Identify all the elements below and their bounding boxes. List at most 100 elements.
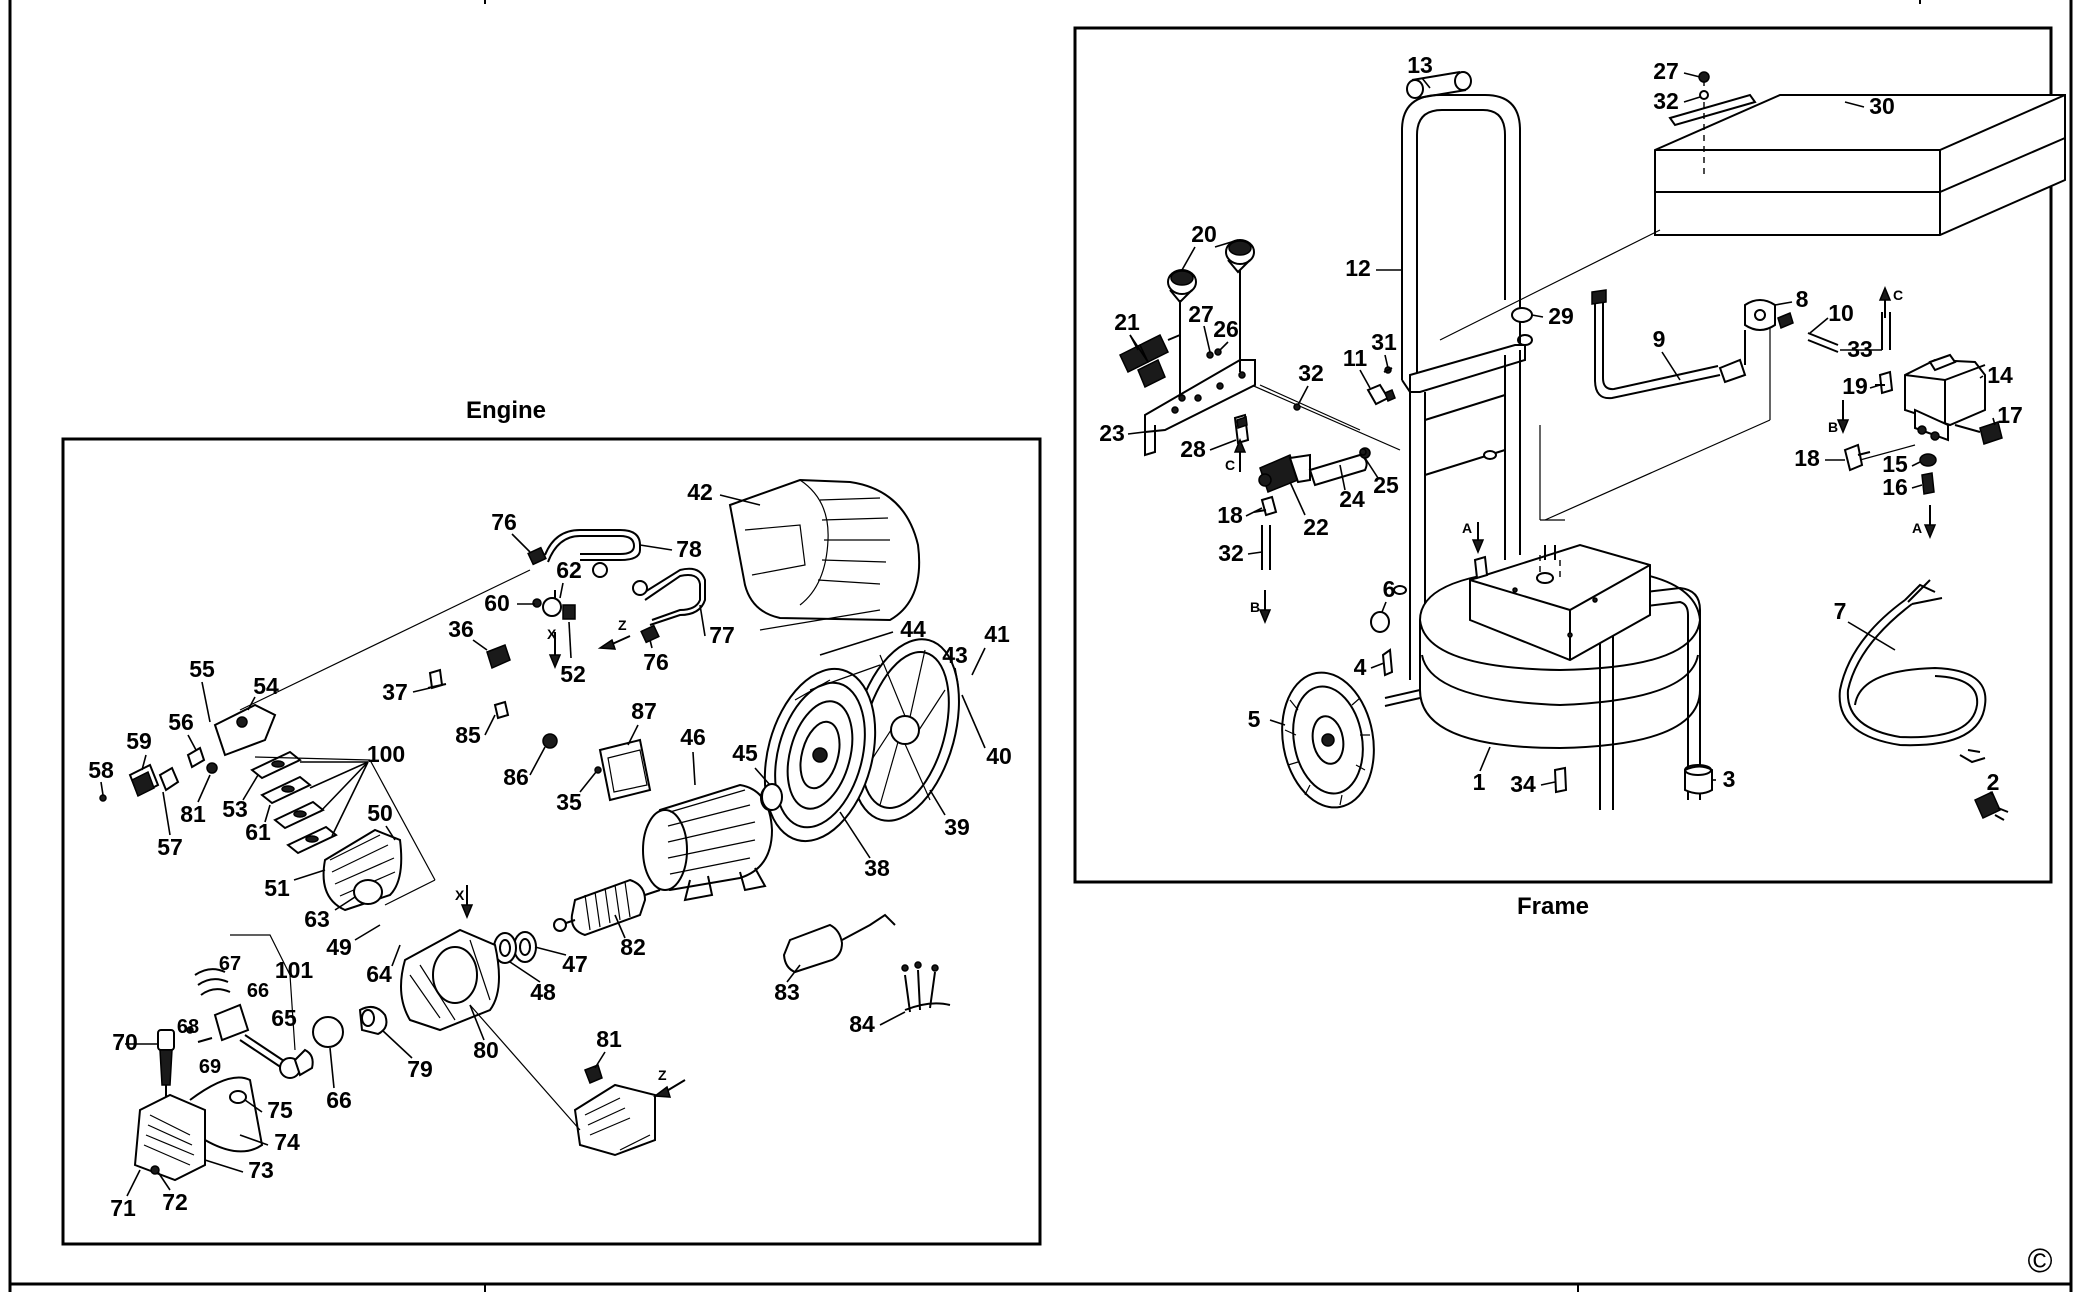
label-34: 34	[1510, 771, 1536, 797]
cylinder	[322, 828, 403, 912]
frame-lines	[1239, 229, 1771, 521]
motor-box	[1469, 543, 1651, 662]
label-32c: 32	[1218, 540, 1244, 566]
label-33: 33	[1847, 336, 1873, 362]
piston-assembly	[186, 968, 344, 1079]
mark-b2: B	[1828, 419, 1838, 435]
label-18b: 18	[1217, 502, 1243, 528]
label-68: 68	[177, 1016, 199, 1038]
label-32: 32	[1653, 88, 1679, 114]
shroud	[1654, 71, 2066, 236]
gauges	[1167, 239, 1255, 304]
label-82: 82	[620, 934, 646, 960]
fan-guard	[763, 667, 877, 843]
label-22: 22	[1303, 514, 1329, 540]
label-55: 55	[189, 656, 215, 682]
mark-x1: X	[547, 626, 557, 642]
cart-frame	[1401, 300, 1533, 680]
label-45: 45	[732, 740, 758, 766]
regulator	[1233, 413, 1371, 570]
pipes	[527, 529, 706, 644]
bearing-47	[513, 931, 537, 963]
label-28: 28	[1180, 436, 1206, 462]
label-66b: 66	[326, 1087, 352, 1113]
label-42: 42	[687, 479, 713, 505]
drain-34	[1553, 766, 1568, 794]
label-4: 4	[1354, 654, 1367, 680]
label-47: 47	[562, 951, 588, 977]
clamp-79	[358, 1005, 388, 1036]
mark-c1: C	[1225, 457, 1235, 473]
label-27: 27	[1653, 58, 1679, 84]
label-77: 77	[709, 622, 735, 648]
label-84: 84	[849, 1011, 875, 1037]
washers	[493, 783, 783, 964]
mark-a2: A	[1912, 520, 1922, 536]
label-19: 19	[1842, 373, 1868, 399]
handle	[1401, 71, 1521, 380]
label-21: 21	[1114, 309, 1140, 335]
sheet-frame	[8, 0, 2073, 1292]
copyright-mark: ©	[2027, 1242, 2052, 1280]
oring-75	[229, 1090, 247, 1104]
label-6: 6	[1383, 576, 1396, 602]
label-81: 81	[180, 801, 206, 827]
label-61: 61	[245, 819, 271, 845]
label-39: 39	[944, 814, 970, 840]
engine-axis-marks: X Z X Z	[455, 617, 686, 1098]
label-83: 83	[774, 979, 800, 1005]
mark-z1: Z	[618, 617, 627, 633]
label-53: 53	[222, 796, 248, 822]
label-31: 31	[1371, 329, 1397, 355]
screw-35	[594, 766, 602, 774]
box-87	[598, 738, 652, 802]
label-10: 10	[1828, 300, 1854, 326]
label-75: 75	[267, 1097, 293, 1123]
frame-panel: Frame	[1073, 26, 2066, 920]
label-46: 46	[680, 724, 706, 750]
flow-marks: C B A C B A	[1225, 286, 1937, 624]
label-11: 11	[1343, 345, 1368, 371]
rotor	[553, 878, 661, 937]
grip-13	[1411, 71, 1467, 99]
label-7: 7	[1834, 598, 1847, 624]
label-71: 71	[110, 1195, 136, 1221]
label-3: 3	[1723, 766, 1736, 792]
cable-84	[901, 961, 951, 1013]
label-73: 73	[248, 1157, 274, 1183]
label-1: 1	[1473, 769, 1486, 795]
engine-labels: 76 78 62 60 52 77 76 42 44 41 43 40 36 3…	[88, 479, 1012, 1221]
label-52: 52	[560, 661, 586, 687]
mark-a1: A	[1462, 520, 1472, 536]
couplers	[1119, 333, 1181, 389]
label-76b: 76	[643, 649, 669, 675]
label-16: 16	[1882, 474, 1908, 500]
label-69: 69	[199, 1056, 221, 1078]
motor	[642, 783, 780, 902]
label-38: 38	[864, 855, 890, 881]
label-60: 60	[484, 590, 510, 616]
foot-3	[1684, 765, 1713, 795]
bearing-45	[761, 783, 783, 811]
switch-36	[486, 644, 511, 670]
label-12: 12	[1345, 255, 1371, 281]
mark-b1: B	[1250, 599, 1260, 615]
label-37: 37	[382, 679, 408, 705]
cap-29	[1511, 307, 1533, 323]
engine-panel: Engine	[61, 397, 1042, 1246]
tee-fitting	[532, 590, 576, 620]
label-15: 15	[1882, 451, 1908, 477]
label-74: 74	[274, 1129, 300, 1155]
bearing-66	[312, 1016, 344, 1048]
label-36: 36	[448, 616, 474, 642]
head-cover	[133, 1076, 264, 1182]
label-35: 35	[556, 789, 582, 815]
label-8: 8	[1796, 286, 1809, 312]
label-87: 87	[631, 698, 657, 724]
label-51: 51	[264, 875, 290, 901]
fan-cover	[728, 478, 921, 631]
label-86: 86	[503, 764, 529, 790]
mark-c2: C	[1893, 287, 1903, 303]
label-9: 9	[1653, 326, 1666, 352]
